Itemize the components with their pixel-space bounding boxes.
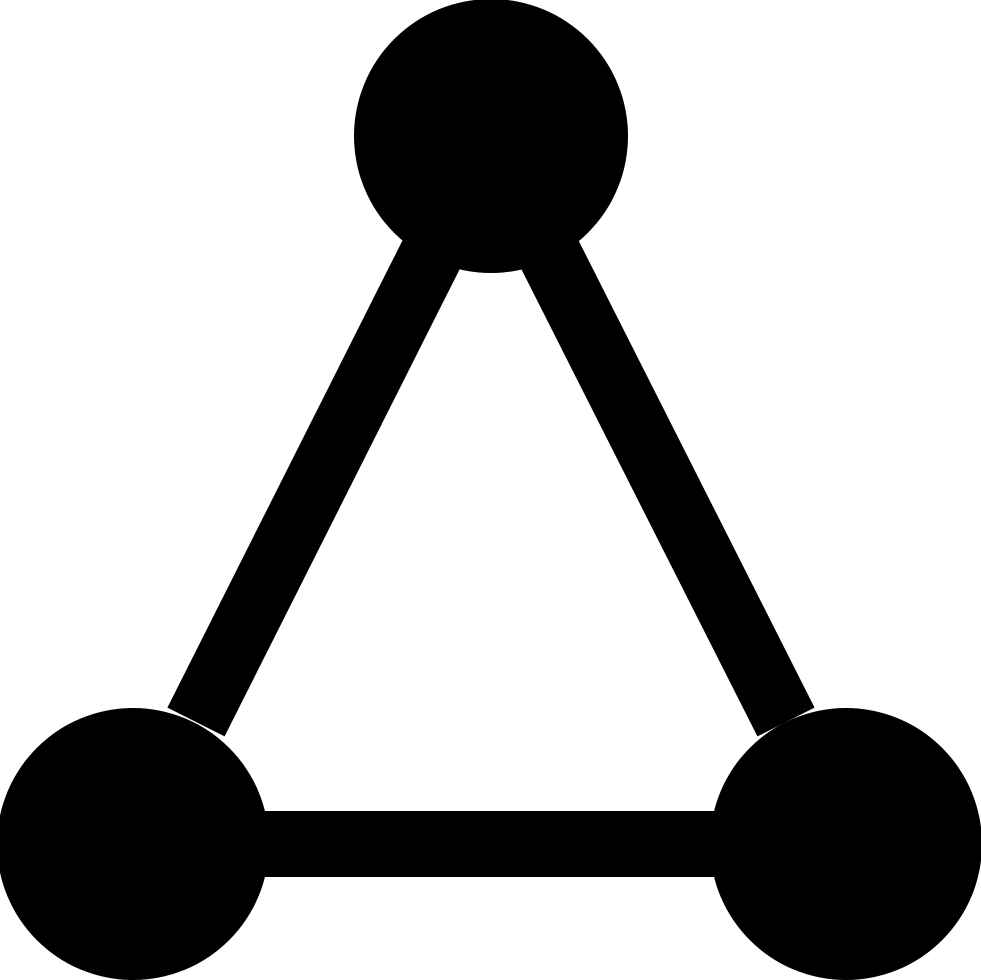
node-bottom-left bbox=[0, 708, 269, 980]
node-top bbox=[354, 0, 628, 273]
edge-left bbox=[167, 240, 460, 737]
edge-right bbox=[521, 240, 815, 737]
node-bottom-right bbox=[710, 708, 981, 980]
